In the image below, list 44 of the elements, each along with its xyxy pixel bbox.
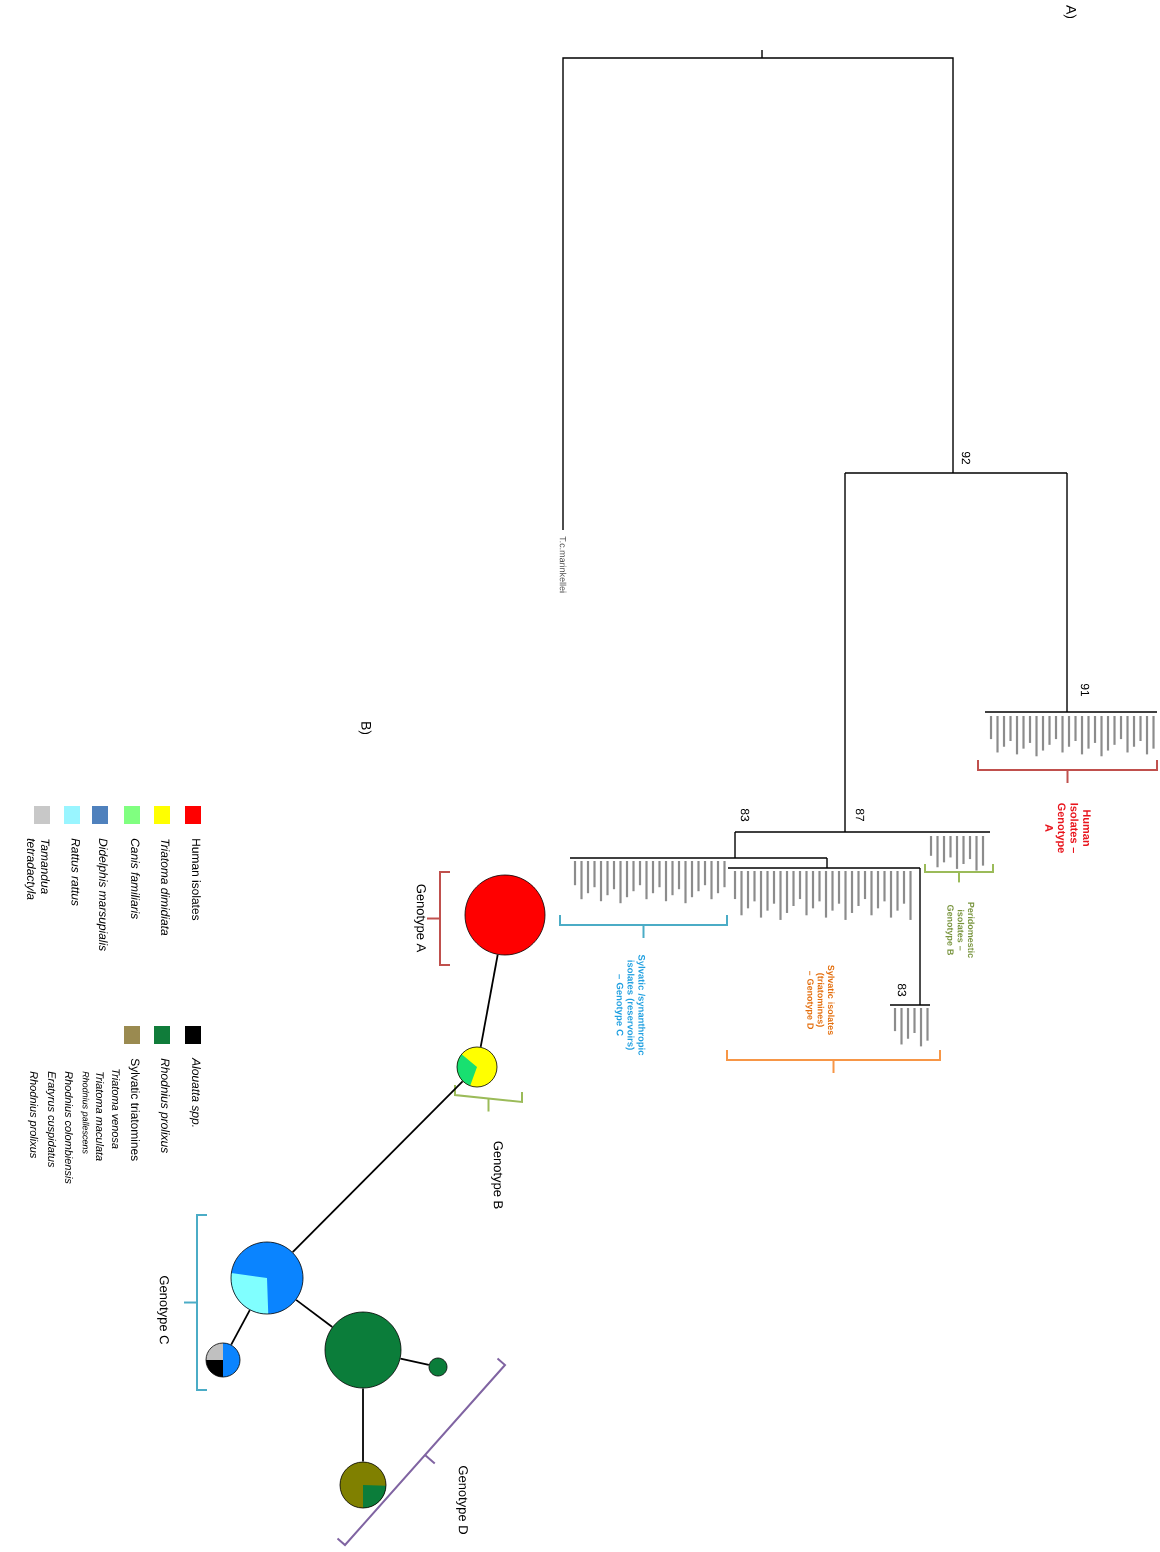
bootstrap-value: 87 [855, 808, 865, 822]
clade-label: Peridomestic isolates – Genotype B [945, 902, 975, 958]
legend-label: Sylvatic triatomines [128, 1058, 140, 1161]
legend-label: Triatoma dimidiata [161, 839, 170, 936]
genotype-label: Genotype C [157, 1276, 169, 1345]
legend-sublabel: Rhodnius prolixus [27, 1071, 39, 1159]
network-link [362, 1387, 364, 1463]
clade-label: Sylvatic isolates (triatomines) – Genotype D [805, 965, 835, 1035]
clade-label: Human Isolates – Genotype A [1045, 803, 1091, 853]
clade-label: Sylvatic /synanthropic isolates (reservoirs) – Genotype C [614, 954, 646, 1056]
legend-label: Rattus rattus [71, 838, 80, 906]
legend-sublabel: Triatoma venosa [111, 1069, 120, 1149]
haplotype-pie [428, 1357, 448, 1377]
legend-sublabel: Rhodnius colombiensis [65, 1071, 73, 1184]
legend-label: Canis familiaris [131, 838, 140, 919]
legend-sublabel: Triatoma maculata [95, 1072, 104, 1161]
haplotype-pie [205, 1342, 241, 1378]
panel-label: B) [358, 722, 372, 735]
legend-sublabel: Rhodnius pallescens [80, 1071, 90, 1154]
legend-label: Didelphis marsupialis [96, 838, 108, 951]
bootstrap-value: 83 [897, 983, 907, 997]
network-link [479, 953, 499, 1048]
legend-label: Alouatta spp. [189, 1057, 201, 1127]
genotype-label: Genotype D [456, 1466, 468, 1534]
panel-label: A) [1063, 5, 1077, 19]
genotype-label: Genotype B [491, 1141, 503, 1209]
legend-label: Rhodnius prolixus [158, 1058, 170, 1153]
haplotype-pie [324, 1311, 402, 1389]
genotype-label: Genotype A [414, 884, 426, 953]
network-link [291, 1080, 464, 1254]
legend-sublabel: Eratyrus cuspidatus [45, 1071, 57, 1168]
leaf-label: T.c.marinkellei [559, 536, 567, 593]
haplotype-pie [464, 874, 546, 956]
haplotype-pie [456, 1046, 498, 1088]
haplotype-pie [339, 1461, 387, 1509]
bootstrap-value: 92 [961, 451, 971, 465]
legend-label: Human isolates [192, 839, 201, 921]
network-link [230, 1309, 251, 1346]
bootstrap-value: 83 [740, 808, 750, 822]
haplotype-pie [230, 1241, 304, 1315]
bootstrap-value: 91 [1080, 683, 1090, 697]
legend-label: Tamandua tetradactyla [24, 838, 50, 900]
network-link [399, 1357, 430, 1366]
network-link [295, 1298, 334, 1328]
